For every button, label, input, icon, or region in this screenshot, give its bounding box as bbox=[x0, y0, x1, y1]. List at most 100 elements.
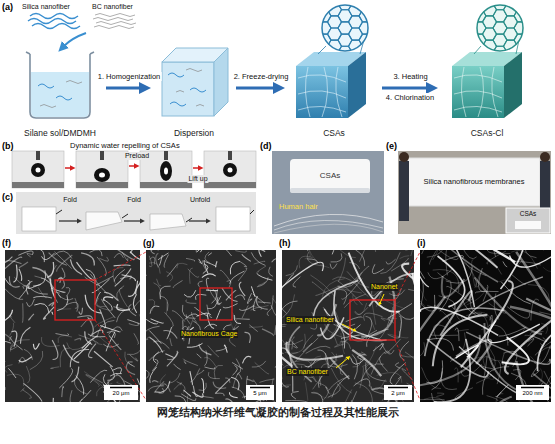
nanofiber bbox=[355, 383, 373, 402]
nanofiber bbox=[126, 361, 135, 374]
illustration-part bbox=[454, 67, 502, 117]
stage-label: CSAs-Cl bbox=[441, 128, 533, 138]
illustration-part bbox=[95, 14, 135, 17]
nanofiber bbox=[227, 281, 231, 288]
panel-letter: (f) bbox=[2, 238, 11, 249]
nanofiber bbox=[49, 253, 67, 266]
nanofiber bbox=[72, 367, 79, 382]
nanofiber bbox=[77, 316, 92, 320]
nanofiber bbox=[235, 251, 246, 253]
nanofiber bbox=[51, 265, 57, 281]
nanofiber bbox=[14, 277, 29, 286]
illustration-part bbox=[540, 152, 550, 162]
nanofiber bbox=[5, 341, 11, 346]
panel-letter: (d) bbox=[260, 141, 272, 152]
nanofiber bbox=[215, 378, 230, 393]
nanofiber bbox=[364, 313, 383, 321]
nanofiber bbox=[204, 260, 208, 273]
nanofiber bbox=[23, 286, 30, 289]
illustration-part bbox=[516, 385, 549, 400]
nanofiber bbox=[282, 296, 287, 314]
illustration-part bbox=[477, 5, 523, 51]
cage-cell bbox=[338, 46, 352, 58]
nanofiber bbox=[19, 280, 30, 299]
nanofiber bbox=[438, 273, 451, 281]
nanofiber bbox=[151, 319, 164, 323]
nanofiber bbox=[8, 369, 16, 378]
illustration-part bbox=[96, 22, 136, 25]
nanofiber bbox=[97, 257, 106, 276]
nanofiber bbox=[157, 279, 161, 286]
nanofiber bbox=[289, 250, 308, 251]
nanofiber bbox=[59, 369, 72, 389]
nanofiber bbox=[186, 300, 197, 304]
nanofiber bbox=[163, 330, 177, 338]
illustration-part bbox=[216, 207, 250, 231]
nanofiber bbox=[329, 376, 350, 390]
nanofiber bbox=[216, 347, 227, 351]
nanofiber bbox=[352, 350, 381, 376]
annotation: 20 μm bbox=[112, 390, 131, 397]
step-label: 1. Homogenization bbox=[97, 72, 162, 81]
nanofiber bbox=[199, 344, 211, 355]
nanofiber bbox=[22, 390, 31, 399]
nanofiber bbox=[515, 250, 543, 251]
nanofiber bbox=[197, 354, 202, 358]
nanofiber bbox=[109, 327, 123, 335]
nanofiber bbox=[247, 379, 254, 382]
nanofiber bbox=[5, 331, 10, 341]
nanofiber bbox=[400, 341, 409, 360]
nanofiber bbox=[271, 305, 276, 320]
illustration-part bbox=[164, 168, 168, 175]
nanofiber bbox=[53, 398, 63, 402]
nanofiber bbox=[293, 277, 300, 288]
annotation: Dynamic water repelling of CSAs bbox=[70, 141, 180, 150]
nanofiber bbox=[35, 276, 53, 292]
nanofiber bbox=[429, 250, 443, 265]
nanofiber bbox=[217, 289, 221, 304]
nanofiber bbox=[167, 351, 178, 366]
nanofiber bbox=[457, 330, 469, 332]
nanofiber bbox=[291, 391, 299, 399]
nanofiber bbox=[420, 258, 421, 311]
nanofiber bbox=[88, 344, 95, 358]
nanofiber bbox=[5, 378, 6, 390]
nanofiber bbox=[310, 275, 334, 297]
illustration-part bbox=[420, 250, 551, 402]
nanofiber bbox=[204, 324, 217, 328]
annotation: Human hair bbox=[278, 202, 319, 211]
nanofiber bbox=[243, 356, 252, 363]
nanofiber bbox=[400, 400, 408, 402]
nanofiber bbox=[29, 314, 34, 320]
nanofiber bbox=[146, 369, 149, 378]
nanofiber bbox=[232, 387, 245, 399]
nanofiber bbox=[258, 282, 266, 286]
nanofiber bbox=[32, 268, 51, 287]
illustration-part bbox=[94, 168, 110, 182]
nanofiber bbox=[236, 318, 250, 320]
nanofiber bbox=[433, 315, 488, 367]
illustration-part bbox=[160, 161, 172, 181]
nanofiber bbox=[386, 259, 396, 264]
nanofiber bbox=[233, 366, 238, 376]
nanofiber bbox=[420, 253, 425, 279]
nanofiber bbox=[455, 328, 459, 341]
nanofiber bbox=[74, 338, 80, 340]
nanofiber bbox=[167, 327, 172, 339]
nanofiber bbox=[311, 393, 323, 402]
nanofiber bbox=[512, 275, 525, 285]
illustration-part bbox=[452, 66, 504, 118]
nanofiber bbox=[229, 338, 235, 347]
illustration-part bbox=[189, 220, 207, 221]
illustration-part bbox=[110, 387, 132, 389]
illustration-part bbox=[350, 300, 395, 340]
stage-label: CSAs bbox=[288, 128, 380, 138]
nanofiber bbox=[201, 379, 204, 393]
nanofiber bbox=[242, 254, 251, 261]
nanofiber bbox=[247, 376, 249, 387]
nanofiber bbox=[120, 276, 132, 279]
annotation: Nanofibrous Cage bbox=[180, 330, 238, 338]
panel-letter: (e) bbox=[386, 141, 397, 152]
nanofiber bbox=[170, 338, 172, 346]
nanofiber bbox=[251, 307, 262, 310]
